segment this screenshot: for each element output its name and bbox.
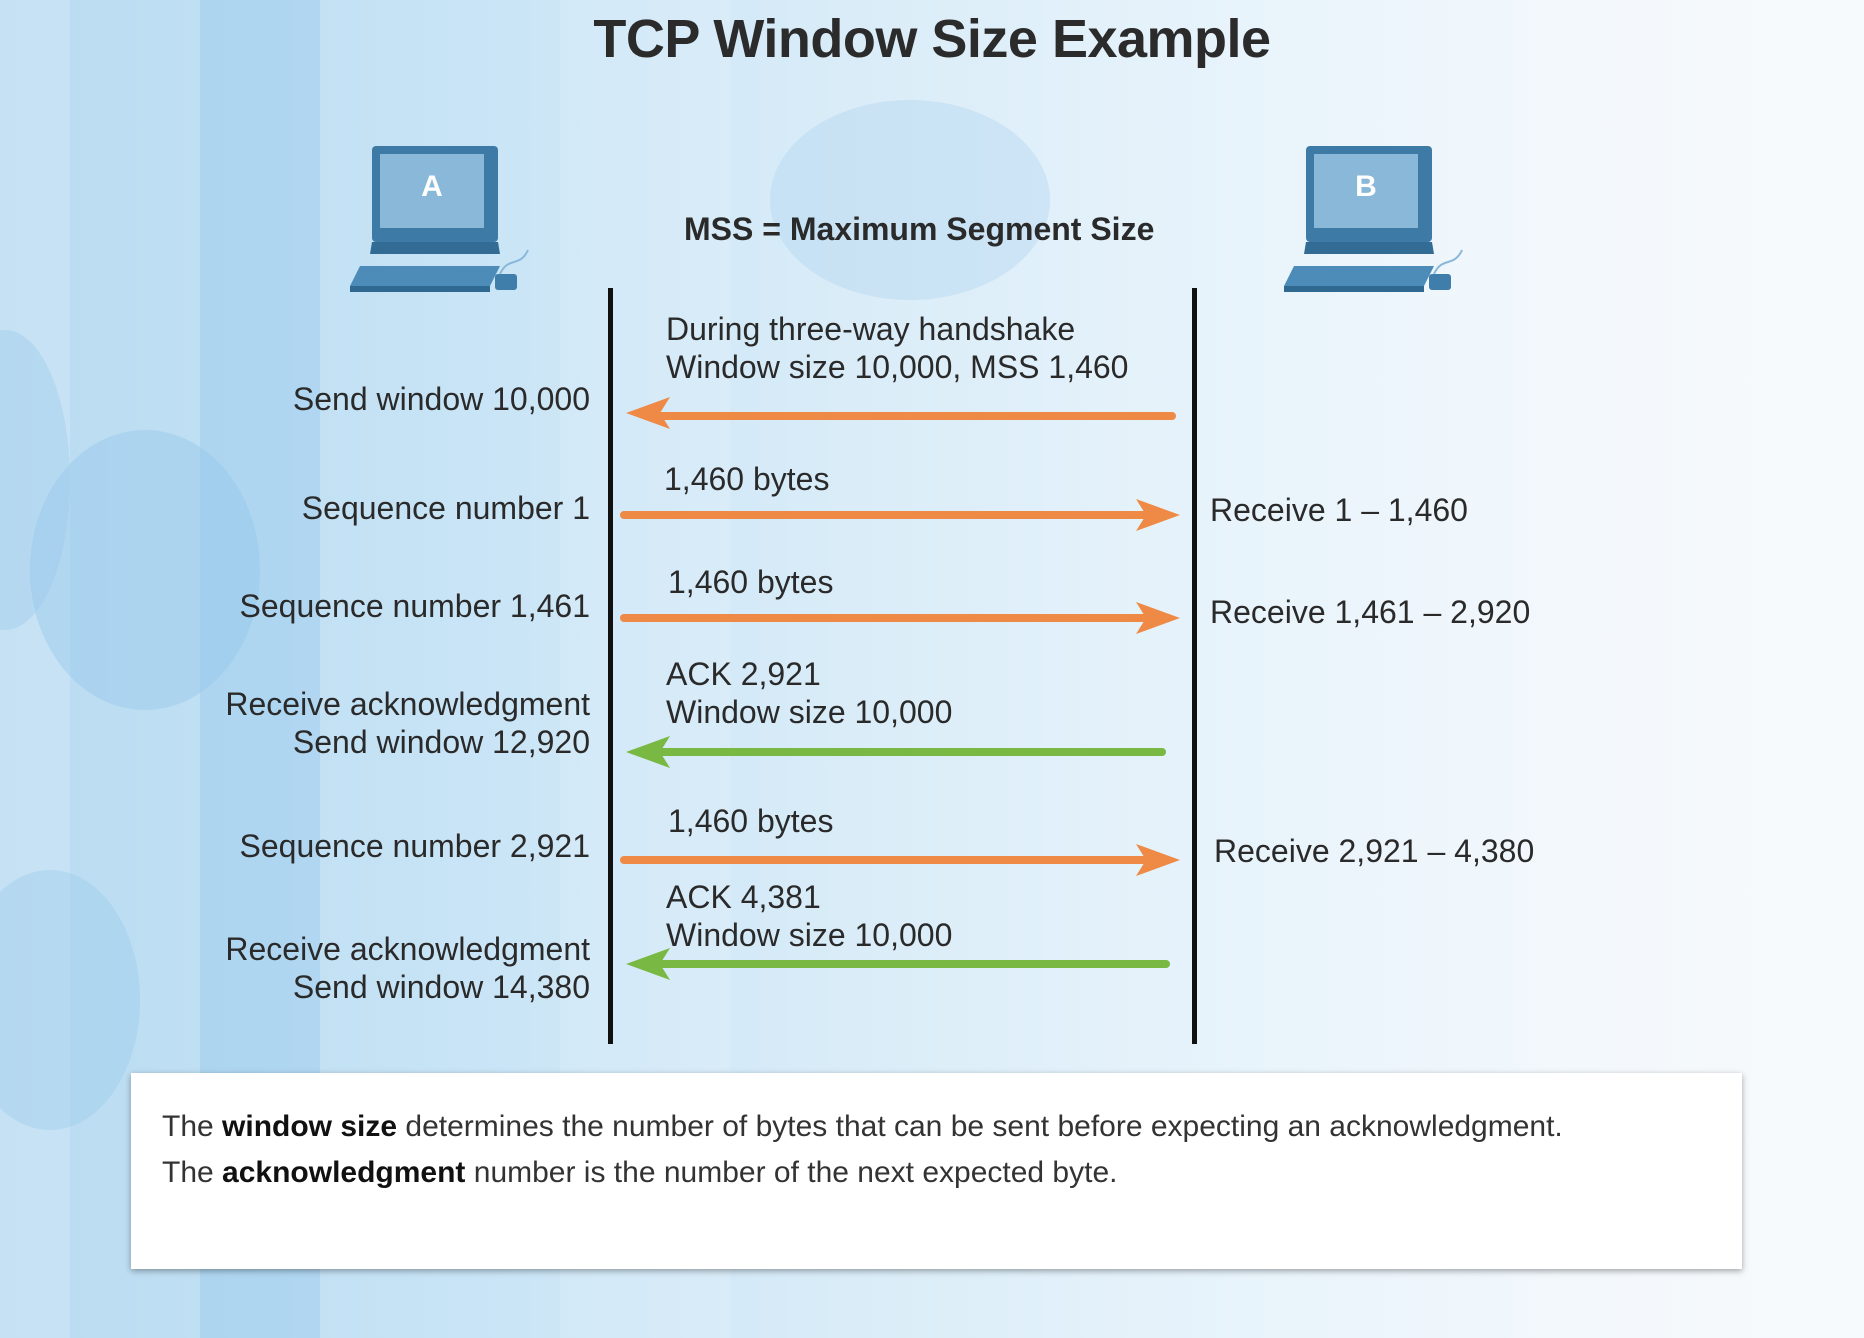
- arrow-handshake: [626, 397, 1176, 429]
- computer-icon: [350, 146, 529, 292]
- host-b-timeline: [1192, 288, 1197, 1044]
- term-acknowledgment: acknowledgment: [222, 1156, 466, 1189]
- host-a-state: Receive acknowledgment: [225, 686, 590, 722]
- background-circle: [770, 100, 1050, 300]
- arrow-data-3: [620, 844, 1180, 876]
- background-circle: [0, 870, 140, 1130]
- term-window-size: window size: [222, 1110, 398, 1143]
- host-a-state: Send window 14,380: [292, 969, 590, 1005]
- text-span: determines the number of bytes that can …: [397, 1110, 1563, 1143]
- host-b-state: Receive 1 – 1,460: [1210, 492, 1468, 528]
- host-b-state: Receive 1,461 – 2,920: [1210, 594, 1531, 630]
- host-a-state: Sequence number 1: [301, 490, 590, 526]
- background-band: [0, 0, 70, 1338]
- arrow-data-2: [620, 602, 1180, 634]
- text-span: The: [162, 1156, 223, 1189]
- message-label: 1,460 bytes: [664, 461, 830, 497]
- host-b-label: B: [1355, 170, 1377, 203]
- message-label: Window size 10,000: [666, 694, 953, 730]
- host-a-state: Sequence number 2,921: [239, 828, 590, 864]
- host-a-state: Send window 12,920: [292, 724, 590, 760]
- computer-b: B: [1284, 146, 1474, 296]
- host-a-state: Receive acknowledgment: [225, 931, 590, 967]
- page-title: TCP Window Size Example: [593, 9, 1271, 69]
- computer-a: A: [350, 146, 540, 296]
- explanation-box: The window size determines the number of…: [131, 1073, 1742, 1269]
- message-label: 1,460 bytes: [668, 564, 834, 600]
- mss-note: MSS = Maximum Segment Size: [684, 211, 1155, 247]
- host-a-label: A: [421, 170, 443, 203]
- text-span: number is the number of the next expecte…: [465, 1156, 1118, 1189]
- arrow-ack-2: [626, 948, 1170, 980]
- computer-icon: [1284, 146, 1463, 292]
- explanation-line-1: The window size determines the number of…: [162, 1110, 1563, 1144]
- host-a-timeline: [608, 288, 613, 1044]
- explanation-line-2: The acknowledgment number is the number …: [162, 1156, 1117, 1190]
- arrow-data-1: [620, 499, 1180, 531]
- message-label: ACK 4,381: [666, 879, 821, 915]
- message-label: Window size 10,000: [666, 917, 953, 953]
- text-span: The: [162, 1110, 223, 1143]
- host-a-state: Send window 10,000: [292, 381, 590, 417]
- message-label: 1,460 bytes: [668, 803, 834, 839]
- host-b-state: Receive 2,921 – 4,380: [1214, 833, 1535, 869]
- message-label: During three-way handshake: [666, 311, 1076, 347]
- message-label: Window size 10,000, MSS 1,460: [666, 349, 1129, 385]
- message-label: ACK 2,921: [666, 656, 821, 692]
- arrow-ack-1: [626, 736, 1166, 768]
- host-a-state: Sequence number 1,461: [239, 588, 590, 624]
- background-circle: [30, 430, 260, 710]
